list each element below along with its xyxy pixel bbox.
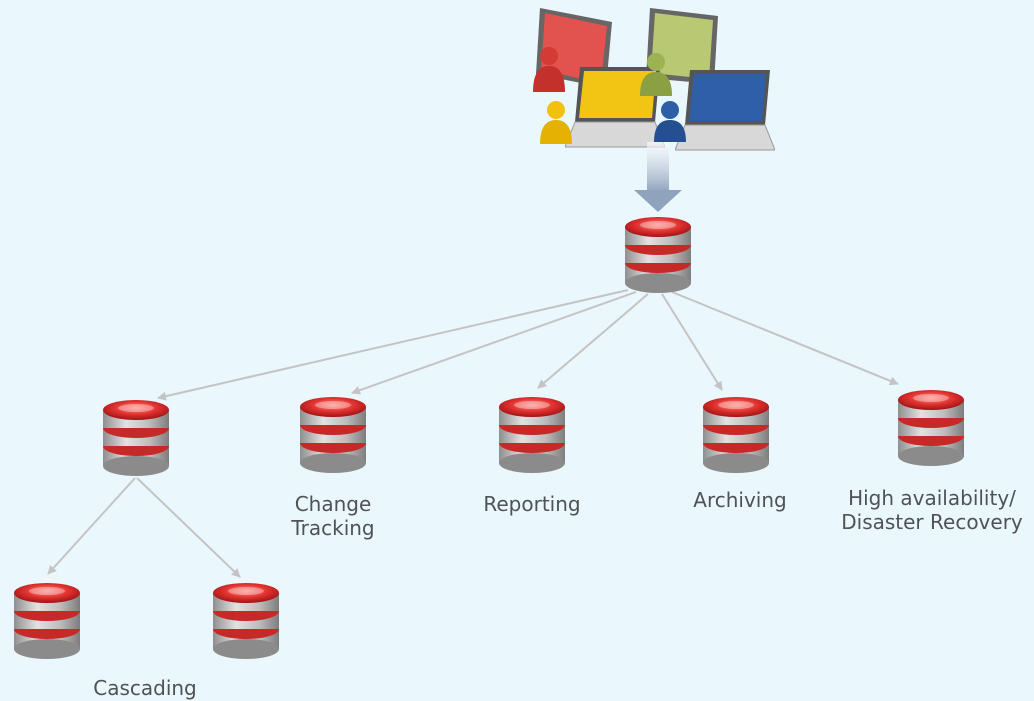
archiving-label: Archiving <box>670 488 810 512</box>
users-to-main-arrow <box>634 142 682 212</box>
high-availability-label-line2: Disaster Recovery <box>841 510 1023 534</box>
connector-to-cascading-hub <box>157 289 629 401</box>
reporting-database-icon <box>499 397 565 473</box>
change-tracking-label: Change Tracking <box>268 492 398 540</box>
green-user-icon <box>640 53 672 96</box>
cascade-right-database-icon <box>213 583 279 659</box>
main-database-icon <box>625 217 691 293</box>
yellow-user-icon <box>540 101 572 144</box>
users-with-laptops-icon <box>533 8 775 151</box>
cascading-hub-database-icon <box>103 400 169 476</box>
blue-user-icon <box>654 101 686 142</box>
connector-to-cascade-left <box>47 477 136 575</box>
archiving-database-icon <box>703 397 769 473</box>
connectors <box>47 289 899 578</box>
reporting-label-text: Reporting <box>483 492 581 516</box>
connector-to-reporting <box>537 293 649 389</box>
change-tracking-label-line1: Change <box>294 492 372 516</box>
red-user-icon <box>533 47 565 92</box>
cascading-label: Cascading <box>75 676 215 700</box>
change-tracking-label-line2: Tracking <box>291 516 375 540</box>
high-availability-label: High availability/ Disaster Recovery <box>834 486 1030 534</box>
connector-to-archiving <box>661 293 723 391</box>
connector-to-change-tracking <box>351 291 637 395</box>
archiving-label-text: Archiving <box>693 488 787 512</box>
connector-to-cascade-right <box>136 477 241 578</box>
blue-laptop <box>675 69 775 151</box>
connector-to-high-availability <box>671 291 899 386</box>
high-availability-database-icon <box>898 390 964 466</box>
cascading-label-text: Cascading <box>93 676 197 700</box>
cascade-left-database-icon <box>14 583 80 659</box>
high-availability-label-line1: High availability/ <box>848 486 1016 510</box>
change-tracking-database-icon <box>300 397 366 473</box>
reporting-label: Reporting <box>462 492 602 516</box>
